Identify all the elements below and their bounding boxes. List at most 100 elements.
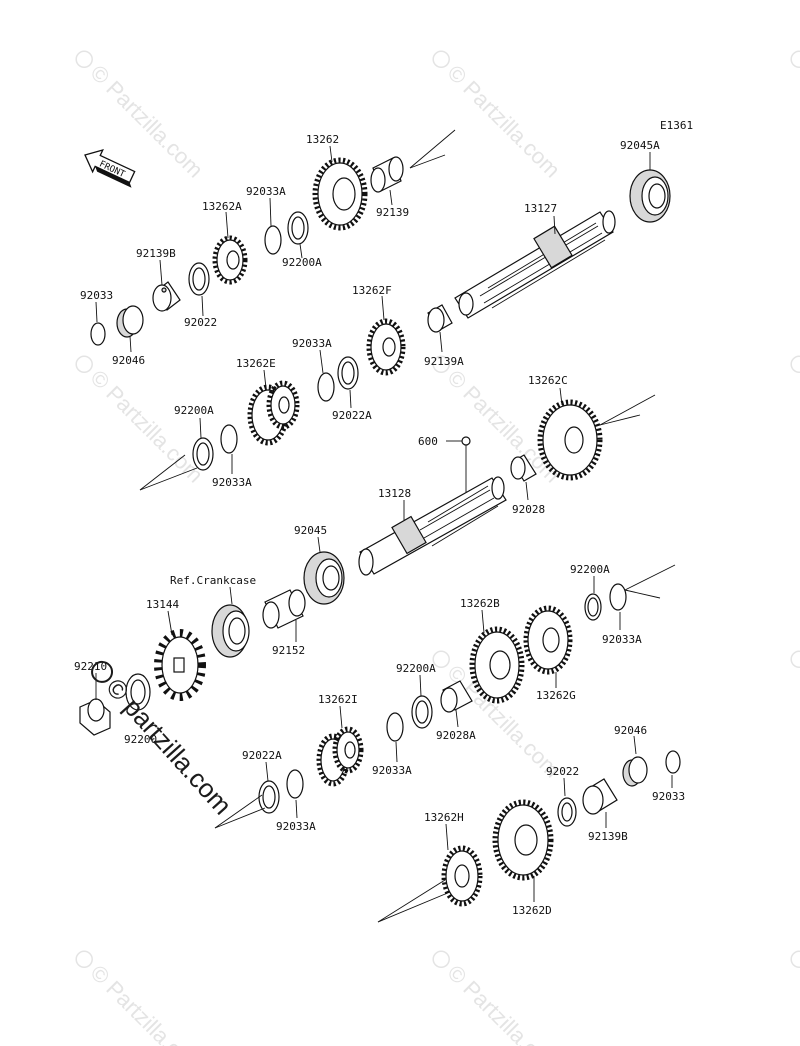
gear-13262 [312, 157, 368, 231]
bearing-92028A [440, 680, 473, 713]
watermark: © Partzilla.com [432, 950, 566, 1046]
circlip-92033A-upper [264, 225, 282, 255]
part-label: 92045A [620, 139, 660, 152]
watermark: © Partzilla.com [75, 950, 209, 1046]
watermark: © Partzilla.com [75, 355, 209, 488]
part-label: 92033A [372, 764, 412, 777]
part-label: 92152 [272, 644, 305, 657]
part-label: 92033A [276, 820, 316, 833]
part-label: 13262G [536, 689, 576, 702]
gear-13262E [247, 380, 300, 446]
guide-line [377, 879, 446, 923]
bearing-92046-upper [116, 305, 144, 338]
part-label: 600 [418, 435, 438, 448]
watermark-text: © Partzilla.com [86, 960, 209, 1046]
leader-lines [95, 145, 673, 902]
part-label: 92033A [212, 476, 252, 489]
part-label: 92139B [136, 247, 176, 260]
part-label: 92200A [396, 662, 436, 675]
part-label: 92046 [614, 724, 647, 737]
gear-13262C [537, 399, 603, 481]
bearing-92046-lower [622, 756, 648, 787]
part-label: 92139 [376, 206, 409, 219]
part-label: 13262 [306, 133, 339, 146]
part-label: 13262F [352, 284, 392, 297]
bearing-92045A [629, 169, 671, 223]
part-label: 92139A [424, 355, 464, 368]
part-label: 92022 [184, 316, 217, 329]
part-label: 92200 [124, 733, 157, 746]
watermark [790, 650, 800, 669]
part-label: 13262D [512, 904, 552, 917]
circlip-92033A-mid2 [220, 424, 238, 454]
front-arrow-icon: FRONT [84, 149, 136, 188]
watermark-text: © Partzilla.com [443, 60, 566, 183]
gear-13262D [492, 799, 554, 881]
bearing-92045 [303, 551, 345, 605]
part-label: 92033 [80, 289, 113, 302]
gear-13262A [212, 235, 248, 285]
bearing-92028 [510, 454, 537, 482]
part-label: 92046 [112, 354, 145, 367]
part-label: 92033A [602, 633, 642, 646]
circlip-92033A-right [609, 583, 627, 611]
guide-line [214, 807, 266, 829]
part-label: 13262I [318, 693, 358, 706]
guide-lines-upper [139, 129, 456, 491]
watermark-text: © Partzilla.com [443, 960, 566, 1046]
part-label: 92033A [246, 185, 286, 198]
gear-13262G [523, 605, 573, 675]
watermark [790, 950, 800, 969]
circlip-92033A-lower [386, 712, 404, 742]
gear-13262F [366, 318, 406, 376]
circlip-92033A-mid [317, 372, 335, 402]
collar-92152 [262, 589, 306, 629]
part-600-marker [446, 436, 471, 495]
part-label: 13262B [460, 597, 500, 610]
guide-line [599, 394, 656, 426]
circlip-92033A-lower2 [286, 769, 304, 799]
part-label: 13144 [146, 598, 179, 611]
part-label: 13262E [236, 357, 276, 370]
part-label: 92200A [570, 563, 610, 576]
watermark: © Partzilla.com [432, 50, 566, 183]
circlip-92033-lower [665, 750, 681, 774]
part-label: 13128 [378, 487, 411, 500]
part-label: 13262H [424, 811, 464, 824]
shaft-13127 [454, 210, 616, 319]
part-label: 92022A [242, 749, 282, 762]
part-label: 13127 [524, 202, 557, 215]
bearing-92139 [370, 156, 404, 193]
part-label: 92028 [512, 503, 545, 516]
part-label: 92022 [546, 765, 579, 778]
watermark-text: © Partzilla.com [86, 365, 209, 488]
washer-92200A-lower [411, 695, 433, 729]
diagram-code: E1361 [660, 119, 693, 132]
part-label: 92200A [282, 256, 322, 269]
washer-92200A-right [584, 593, 602, 621]
washer-92022A-lower [258, 780, 280, 814]
gear-13262I [316, 726, 364, 787]
big-watermark-text: © partzilla.com [100, 672, 238, 820]
washer-92022-upper [188, 262, 210, 296]
part-label: 92028A [436, 729, 476, 742]
nut-92210 [79, 698, 111, 736]
washer-92200A-mid [192, 437, 214, 471]
collar-92139B-lower [582, 778, 618, 815]
guide-line [624, 589, 661, 599]
watermark [790, 50, 800, 69]
watermark [790, 355, 800, 374]
washer-92200 [125, 673, 151, 711]
guide-line [599, 414, 641, 426]
part-labels: 13262 92033A 13262A 92139 92200A 92139B … [74, 133, 685, 917]
part-label: 92045 [294, 524, 327, 537]
washer-92200A-upper [287, 211, 309, 245]
guide-line [214, 794, 263, 829]
part-label: 13262A [202, 200, 242, 213]
gear-13262H [441, 845, 483, 907]
bearing-92139A [427, 304, 453, 333]
seal-crankcase [211, 604, 250, 658]
part-label: 92200A [174, 404, 214, 417]
